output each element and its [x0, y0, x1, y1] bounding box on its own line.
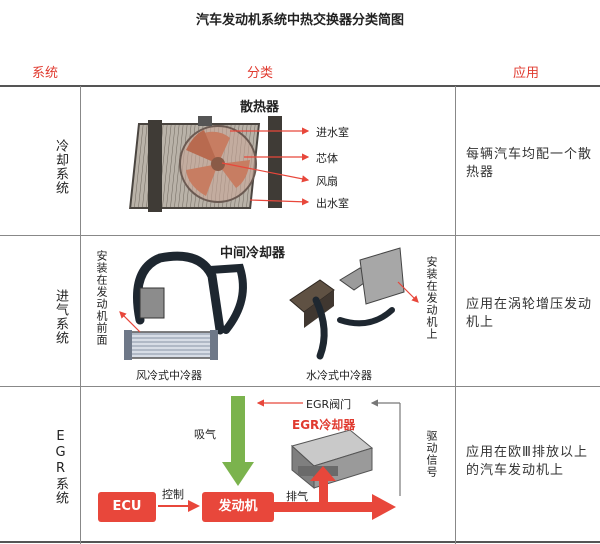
egr-valve-label: EGR阀门	[306, 398, 352, 411]
intercooler-heading: 中间冷却器	[220, 246, 286, 261]
water-cooled-intercooler	[289, 247, 405, 360]
part-inlet-tank: 进水室	[316, 126, 349, 139]
air-cooled-intercooler	[124, 251, 247, 360]
table-top-border	[0, 85, 600, 87]
application-cooling: 每辆汽车均配一个散热器	[466, 147, 593, 180]
column-divider-2	[455, 86, 456, 544]
part-outlet-tank: 出水室	[316, 197, 349, 210]
intake-air-label: 吸气	[194, 428, 216, 441]
application-egr: 应用在欧Ⅲ排放以上的汽车发动机上	[466, 445, 588, 478]
system-intake: 进气系统	[53, 289, 68, 345]
header-application: 应用	[512, 66, 539, 81]
drive-signal-label: 驱动信号	[425, 430, 438, 478]
column-divider-1	[80, 86, 81, 544]
part-core: 芯体	[316, 152, 338, 165]
table-bottom-border	[0, 541, 600, 543]
intake-right-note: 安装在发动机上	[425, 256, 438, 340]
radiator-illustration	[129, 116, 282, 212]
application-intake: 应用在涡轮增压发动机上	[466, 297, 593, 330]
system-cooling: 冷却系统	[53, 139, 68, 195]
engine-box: 发动机	[202, 492, 274, 522]
intake-left-note: 安装在发动机前面	[95, 250, 108, 346]
intake-air-arrow-shaft	[231, 396, 245, 466]
system-egr: EGR系统	[53, 429, 68, 505]
ecu-box: ECU	[98, 492, 156, 522]
row-divider-1	[0, 235, 600, 236]
water-cooled-label: 水冷式中冷器	[306, 369, 372, 382]
intake-air-arrow-head	[222, 462, 254, 486]
part-fan: 风扇	[316, 175, 338, 188]
row-divider-2	[0, 386, 600, 387]
exhaust-label: 排气	[286, 490, 308, 503]
header-category: 分类	[246, 66, 273, 81]
control-label: 控制	[162, 488, 184, 501]
exhaust-up-arrow-shaft	[319, 478, 328, 504]
exhaust-arrow-shaft	[274, 502, 374, 512]
egr-cooler-label: EGR冷却器	[292, 418, 356, 432]
header-system: 系统	[31, 66, 58, 81]
exhaust-up-arrow-head	[310, 466, 336, 481]
exhaust-arrow-head	[372, 494, 396, 520]
radiator-heading: 散热器	[240, 100, 280, 115]
air-cooled-label: 风冷式中冷器	[136, 369, 202, 382]
diagram-title: 汽车发动机系统中热交换器分类简图	[195, 13, 404, 28]
